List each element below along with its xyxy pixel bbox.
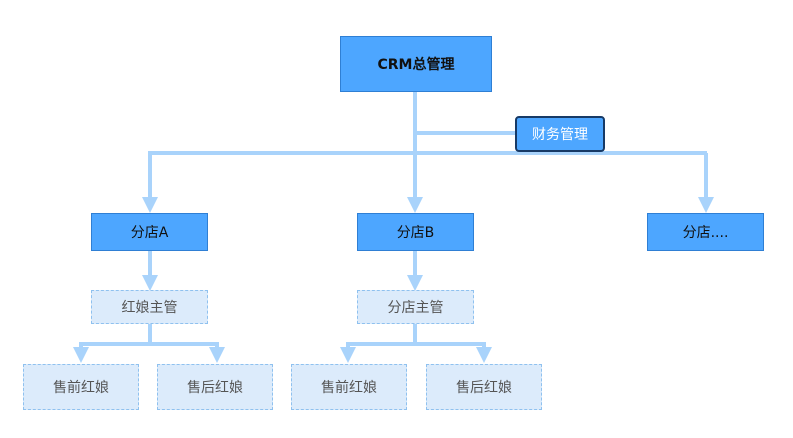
aftersale-a-node[interactable]: 售后红娘 bbox=[157, 364, 273, 410]
branch-b-node[interactable]: 分店B bbox=[357, 213, 474, 251]
branch-a-node[interactable]: 分店A bbox=[91, 213, 208, 251]
presale-b-node[interactable]: 售前红娘 bbox=[291, 364, 407, 410]
root-node[interactable]: CRM总管理 bbox=[340, 36, 492, 92]
aftersale-b-node[interactable]: 售后红娘 bbox=[426, 364, 542, 410]
finance-node[interactable]: 财务管理 bbox=[515, 116, 605, 152]
manager-b-node[interactable]: 分店主管 bbox=[357, 290, 474, 324]
presale-a-node[interactable]: 售前红娘 bbox=[23, 364, 139, 410]
manager-a-node[interactable]: 红娘主管 bbox=[91, 290, 208, 324]
branch-more-node[interactable]: 分店.... bbox=[647, 213, 764, 251]
